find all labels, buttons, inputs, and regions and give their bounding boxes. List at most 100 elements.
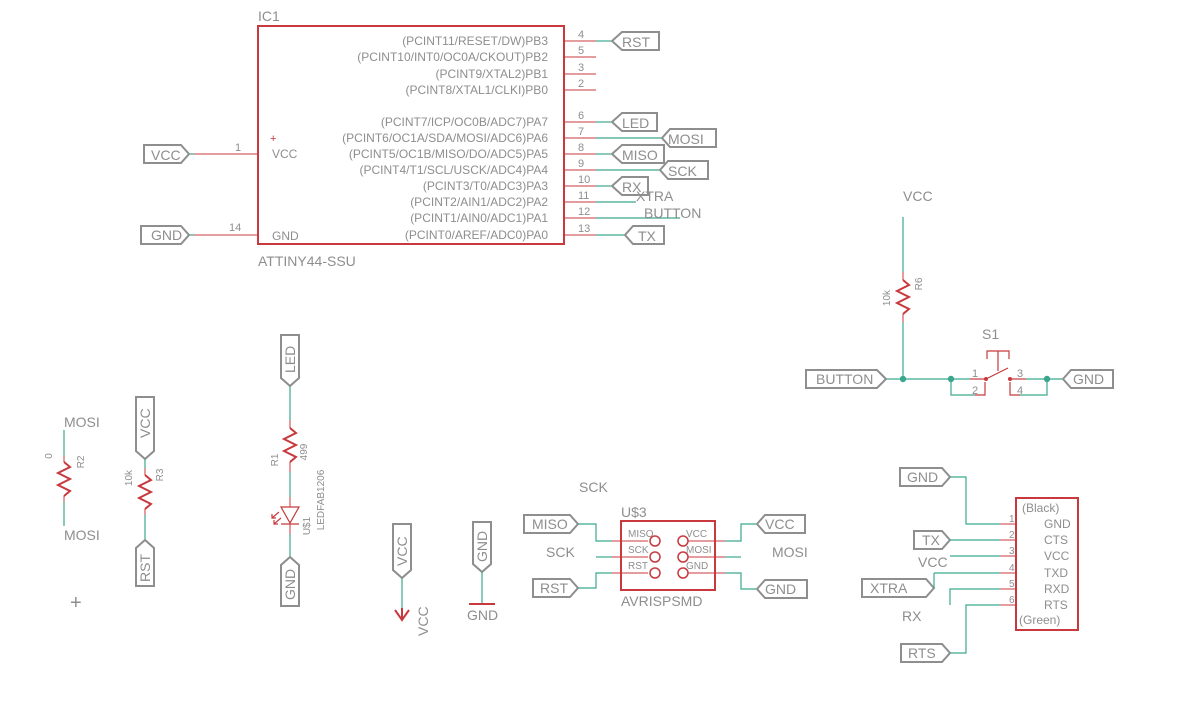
gnd-supply-symbol[interactable]: GND bbox=[467, 603, 498, 623]
flag-gnd-isp[interactable]: GND bbox=[755, 579, 808, 599]
label-sck-isp-left: SCK bbox=[546, 544, 575, 560]
svg-text:VCC: VCC bbox=[151, 147, 181, 163]
ftdi-pin-label: RTS bbox=[1044, 598, 1068, 612]
ic1-pin-number: 3 bbox=[578, 62, 584, 74]
u3-value: AVRISPSMD bbox=[621, 593, 702, 609]
origin-crosshair: + bbox=[70, 592, 82, 614]
r6-resistor[interactable]: 10k R6 bbox=[882, 272, 925, 322]
ftdi-pin-number: 1 bbox=[1009, 514, 1015, 525]
ic1-pin-label: (PCINT11/RESET/DW)PB3 bbox=[402, 34, 548, 48]
ic1-gnd-pin-label: GND bbox=[272, 229, 299, 243]
flag-rst-r3[interactable]: RST bbox=[135, 538, 155, 587]
flag-miso-isp[interactable]: MISO bbox=[523, 514, 580, 534]
wire-vcc-isp bbox=[725, 523, 757, 542]
label-rx-ftdi: RX bbox=[902, 608, 922, 624]
wire-ftdi-rxd bbox=[949, 588, 1000, 605]
u1-value: LEDFAB1206 bbox=[316, 469, 327, 530]
wire-ftdi-gnd bbox=[950, 476, 1000, 525]
flag-gnd-ic[interactable]: GND bbox=[140, 225, 191, 245]
ic1-origin-marker: + bbox=[270, 133, 276, 145]
u1-led[interactable]: U$1 LEDFAB1206 bbox=[271, 469, 327, 535]
svg-text:VCC: VCC bbox=[765, 516, 795, 532]
label-mosi-isp-right: MOSI bbox=[772, 544, 808, 560]
ftdi-pin-number: 5 bbox=[1009, 579, 1015, 590]
flag-tx-ftdi[interactable]: TX bbox=[913, 530, 952, 550]
ftdi-pin-number: 6 bbox=[1009, 595, 1015, 606]
r6-name: R6 bbox=[914, 277, 925, 290]
u1-name: U$1 bbox=[302, 516, 313, 535]
u3-pin-miso: MISO bbox=[628, 529, 654, 540]
r1-value: 499 bbox=[299, 443, 310, 460]
flag-vcc-isp[interactable]: VCC bbox=[755, 514, 806, 534]
flag-gnd-switch[interactable]: GND bbox=[1061, 369, 1114, 389]
flag-gnd-ftdi[interactable]: GND bbox=[899, 467, 952, 487]
r3-resistor[interactable]: 10k R3 bbox=[124, 468, 166, 515]
u3-pin-rst: RST bbox=[628, 561, 648, 572]
flag-gnd-sym[interactable]: GND bbox=[472, 521, 492, 574]
flag-gnd-led[interactable]: GND bbox=[280, 555, 300, 607]
flag-vcc-r3[interactable]: VCC bbox=[135, 396, 155, 461]
ic1-pin-label: (PCINT3/T0/ADC3)PA3 bbox=[423, 179, 548, 193]
flag-button[interactable]: BUTTON bbox=[805, 369, 888, 389]
vcc-supply-symbol[interactable]: VCC bbox=[394, 606, 431, 636]
ic1-name: IC1 bbox=[258, 8, 280, 24]
flag-rst-top[interactable]: RST bbox=[610, 31, 660, 51]
flag-mosi-top[interactable]: MOSI bbox=[660, 128, 717, 148]
flag-vcc-sym[interactable]: VCC bbox=[392, 523, 412, 580]
svg-text:RST: RST bbox=[622, 34, 650, 50]
ic1-pin-number: 9 bbox=[578, 158, 584, 170]
svg-text:2: 2 bbox=[972, 385, 978, 397]
svg-text:MISO: MISO bbox=[532, 516, 568, 532]
ic1-symbol[interactable]: IC1 ATTINY44-SSU + VCC GND 1 14 bbox=[194, 8, 565, 269]
svg-text:RST: RST bbox=[540, 580, 568, 596]
svg-text:1: 1 bbox=[972, 368, 978, 380]
svg-text:GND: GND bbox=[151, 227, 182, 243]
svg-text:MISO: MISO bbox=[622, 147, 658, 163]
ftdi-top-note: (Black) bbox=[1022, 501, 1059, 515]
ftdi-body bbox=[1015, 497, 1079, 631]
ic1-pin-label: (PCINT5/OC1B/MISO/DO/ADC5)PA5 bbox=[349, 147, 548, 161]
ftdi-pin-number: 4 bbox=[1009, 563, 1015, 574]
flag-rst-isp[interactable]: RST bbox=[532, 578, 580, 598]
flag-led-r1[interactable]: LED bbox=[280, 334, 300, 388]
r2-name: R2 bbox=[76, 455, 87, 468]
flag-tx-top[interactable]: TX bbox=[623, 225, 665, 245]
wire-ftdi-rts bbox=[950, 604, 1000, 654]
ftdi-pin-number: 3 bbox=[1009, 546, 1015, 557]
flag-rx-top[interactable]: RX bbox=[610, 176, 649, 196]
u3-pin-mosi: MOSI bbox=[686, 545, 712, 556]
vcc-supply-label: VCC bbox=[415, 606, 431, 636]
label-xtra-ic: XTRA bbox=[636, 188, 674, 204]
flag-vcc-ic[interactable]: VCC bbox=[143, 144, 191, 164]
label-mosi-r2-top: MOSI bbox=[64, 414, 100, 430]
ic1-body bbox=[257, 25, 565, 245]
ic1-pin-number: 8 bbox=[578, 142, 584, 154]
svg-text:SCK: SCK bbox=[668, 163, 697, 179]
svg-text:VCC: VCC bbox=[394, 536, 410, 566]
ic1-pin-number: 11 bbox=[578, 190, 589, 202]
flag-xtra-ftdi[interactable]: XTRA bbox=[861, 578, 936, 598]
r1-resistor[interactable]: R1 499 bbox=[270, 420, 310, 472]
flag-led-top[interactable]: LED bbox=[610, 112, 658, 132]
r2-resistor[interactable]: 0 R2 bbox=[44, 453, 87, 502]
s1-switch[interactable]: S1 1 2 3 4 bbox=[970, 326, 1026, 397]
ic1-pin-label: (PCINT1/AIN0/ADC1)PA1 bbox=[410, 211, 548, 225]
flag-sck-top[interactable]: SCK bbox=[658, 160, 709, 180]
ftdi-bottom-note: (Green) bbox=[1019, 613, 1060, 627]
label-sck-isp-top: SCK bbox=[579, 479, 608, 495]
ftdi-header[interactable]: (Black) (Green) bbox=[1015, 497, 1079, 631]
label-vcc-r6: VCC bbox=[903, 188, 933, 204]
svg-text:VCC: VCC bbox=[137, 408, 153, 438]
flag-miso-top[interactable]: MISO bbox=[610, 144, 665, 164]
svg-text:MOSI: MOSI bbox=[668, 131, 704, 147]
ic1-pin-label: (PCINT4/T1/SCL/USCK/ADC4)PA4 bbox=[360, 163, 549, 177]
ic1-vcc-pin-number: 1 bbox=[235, 142, 241, 154]
svg-text:RST: RST bbox=[137, 554, 153, 582]
flag-rts-ftdi[interactable]: RTS bbox=[900, 643, 952, 663]
svg-text:TX: TX bbox=[922, 532, 941, 548]
label-vcc-ftdi: VCC bbox=[918, 554, 948, 570]
svg-text:3: 3 bbox=[1017, 368, 1023, 380]
u3-isp-header[interactable]: U$3 AVRISPSMD MISO SCK RST VCC MOSI GND bbox=[612, 504, 725, 609]
ic1-pin-label: (PCINT8/XTAL1/CLKI)PB0 bbox=[406, 83, 549, 97]
